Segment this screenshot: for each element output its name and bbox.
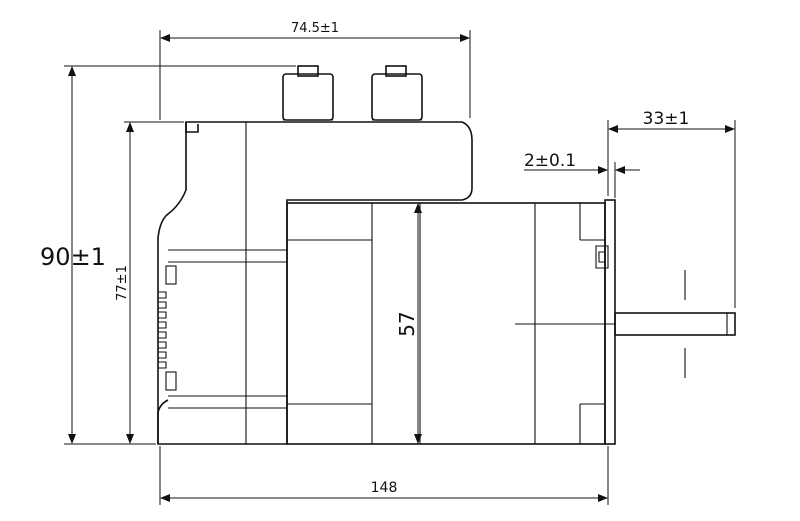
flange-notch: [595, 245, 609, 269]
connector-left: [282, 65, 334, 121]
dim-body-height: 77±1: [115, 121, 184, 444]
connector-right: [371, 65, 423, 121]
driver-housing-outline: [157, 121, 473, 445]
dim-label-overall-length: 148: [371, 480, 398, 496]
flange: [604, 199, 616, 445]
dim-label-shaft-length: 33±1: [643, 109, 690, 129]
dim-flange-size: 57: [395, 203, 422, 444]
dim-shaft-length: 33±1: [607, 109, 736, 308]
dim-label-body-height: 77±1: [115, 265, 130, 301]
dim-overall-length: 148: [159, 446, 609, 505]
dim-label-top-width: 74.5±1: [291, 21, 339, 36]
shaft: [614, 312, 736, 336]
dim-top-width: 74.5±1: [159, 21, 471, 120]
dim-label-flange-thickness: 2±0.1: [524, 151, 576, 171]
terminal-strip: [158, 291, 167, 369]
dim-label-flange-size: 57: [395, 311, 419, 336]
dim-flange-thickness: 2±0.1: [524, 151, 640, 198]
dim-label-overall-height: 90±1: [40, 243, 106, 271]
dim-overall-height: 90±1: [40, 65, 296, 445]
